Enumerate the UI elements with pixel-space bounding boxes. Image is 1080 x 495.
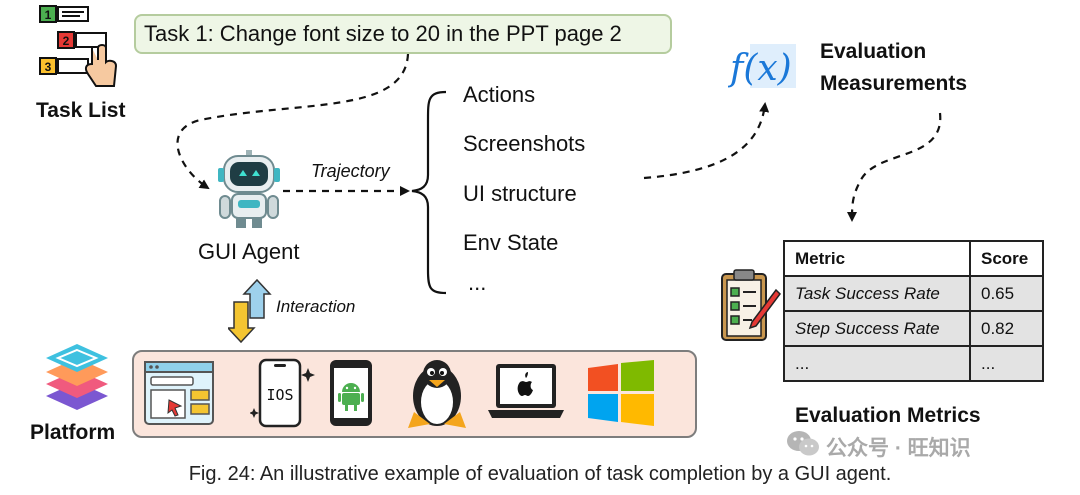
web-browser-icon [143, 360, 215, 431]
figure-caption: Fig. 24: An illustrative example of eval… [188, 463, 892, 485]
android-phone-icon [328, 358, 374, 433]
score-cell: ... [969, 345, 1044, 382]
metric-name-cell: ... [783, 345, 971, 382]
score-header: Score [969, 240, 1044, 277]
ios-phone-icon: IOS [249, 358, 316, 433]
metric-name-cell: Task Success Rate [783, 275, 971, 312]
watermark: 公众号 · 旺知识 [786, 430, 971, 464]
score-cell: 0.65 [969, 275, 1044, 312]
platform-layers-icon [42, 342, 112, 419]
watermark-text: 公众号 · 旺知识 [826, 437, 971, 460]
metric-name-cell: Step Success Rate [783, 310, 971, 347]
svg-text:2: 2 [63, 34, 70, 48]
metric-header: Metric [783, 240, 971, 277]
platform-label: Platform [30, 421, 116, 444]
metrics-table: Metric Score Task Success Rate 0.65 Step… [783, 240, 1044, 382]
trajectory-brace [411, 90, 447, 295]
task-list-icon: 1 2 3 [36, 4, 118, 95]
evaluation-metrics-label: Evaluation Metrics [795, 404, 981, 427]
function-icon: f(x) [727, 14, 800, 105]
score-cell: 0.82 [969, 310, 1044, 347]
svg-text:f(x): f(x) [728, 48, 792, 89]
task-to-agent-arrow [176, 53, 410, 190]
macos-laptop-icon [486, 360, 566, 429]
trajectory-item-ellipsis: ... [468, 270, 487, 295]
svg-text:1: 1 [45, 8, 52, 22]
table-row: ... ... [783, 345, 1044, 382]
robot-icon [212, 150, 286, 235]
trajectory-label: Trajectory [311, 161, 390, 181]
task-box: Task 1: Change font size to 20 in the PP… [134, 14, 672, 54]
clipboard-checklist-icon [718, 268, 782, 349]
task-list-label: Task List [36, 99, 126, 122]
table-row: Task Success Rate 0.65 [783, 275, 1044, 312]
wechat-icon [786, 430, 820, 464]
evaluation-measurements-line1: Evaluation [820, 40, 927, 63]
metrics-table-header: Metric Score [783, 240, 1044, 277]
trajectory-item-env-state: Env State [463, 230, 559, 255]
measurement-to-metrics-arrow [847, 112, 942, 222]
gui-agent-label: GUI Agent [198, 239, 300, 264]
interaction-arrows-icon [226, 278, 274, 349]
trajectory-item-actions: Actions [463, 82, 536, 107]
linux-icon [404, 356, 470, 435]
svg-text:IOS: IOS [266, 386, 293, 404]
trajectory-item-ui-structure: UI structure [463, 181, 577, 206]
trajectory-to-measurement-arrow [643, 102, 770, 180]
windows-icon [586, 360, 656, 431]
interaction-label: Interaction [276, 297, 356, 316]
table-row: Step Success Rate 0.82 [783, 310, 1044, 347]
evaluation-measurements-line2: Measurements [820, 72, 968, 95]
svg-text:3: 3 [45, 60, 52, 74]
trajectory-item-screenshots: Screenshots [463, 131, 586, 156]
